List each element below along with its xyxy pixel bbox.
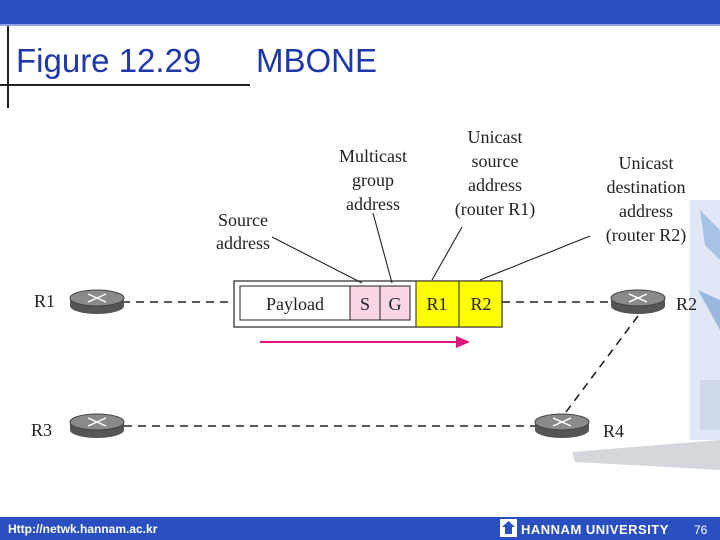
router-r4-label: R4 [603, 421, 624, 441]
link-r2-r4 [565, 315, 639, 413]
footer-url: Http://netwk.hannam.ac.kr [8, 522, 158, 536]
encapsulated-packet: Payload S G R1 R2 [233, 280, 503, 328]
footer-bar [0, 517, 720, 540]
callout-unicast-source-line4: (router R1) [455, 199, 535, 220]
field-s-box [349, 285, 381, 321]
direction-arrow [260, 336, 470, 348]
callout-line-multicast [372, 212, 393, 284]
field-r1-label: R1 [426, 294, 447, 314]
callout-multicast-line1: Multicast [339, 146, 407, 166]
network-links [122, 301, 639, 427]
title-horizontal-rule [0, 84, 250, 86]
callout-source-line2: address [216, 233, 270, 253]
field-r2-box [458, 280, 503, 328]
callout-line-unicast-dest [479, 235, 591, 281]
callout-line-source [271, 236, 363, 284]
field-s-label: S [360, 294, 370, 314]
slide-title: MBONE [256, 42, 378, 79]
page-number: 76 [694, 523, 708, 537]
callout-unicast-source-line1: Unicast [468, 127, 523, 147]
callout-source-line1: Source [218, 210, 268, 230]
title-vertical-rule [7, 26, 9, 108]
footer-university: HANNAM UNIVERSITY [521, 522, 669, 537]
router-r3-icon [69, 413, 125, 438]
field-r1-box [415, 280, 460, 328]
callout-unicast-source-line3: address [468, 175, 522, 195]
field-g-box [379, 285, 411, 321]
university-logo-icon [500, 519, 517, 537]
callout-multicast-line2: group [352, 170, 394, 190]
top-bar-divider [0, 24, 720, 26]
mbone-diagram: R1 R2 R3 R4 Payload S G R1 R2 Source add… [31, 127, 720, 470]
callout-unicast-source-line2: source [472, 151, 519, 171]
router-r4-icon [534, 413, 590, 438]
field-r2-label: R2 [470, 294, 491, 314]
router-r1-label: R1 [34, 291, 55, 311]
background-decoration [572, 200, 720, 470]
callout-line-unicast-source [431, 226, 463, 281]
callout-unicast-dest-line3: address [619, 201, 673, 221]
callout-unicast-dest-line4: (router R2) [606, 225, 686, 246]
router-r3-label: R3 [31, 420, 52, 440]
slide-figure-number: Figure 12.29 [16, 42, 202, 79]
callout-lines [271, 212, 591, 284]
router-r2-label: R2 [676, 294, 697, 314]
callout-unicast-dest-line1: Unicast [619, 153, 674, 173]
callout-labels: Source address Multicast group address U… [216, 127, 686, 253]
callout-multicast-line3: address [346, 194, 400, 214]
router-r1-icon [69, 289, 125, 314]
field-g-label: G [389, 294, 402, 314]
router-r2-icon [610, 289, 666, 314]
top-bar [0, 0, 720, 24]
field-payload-label: Payload [266, 294, 324, 314]
callout-unicast-dest-line2: destination [607, 177, 686, 197]
